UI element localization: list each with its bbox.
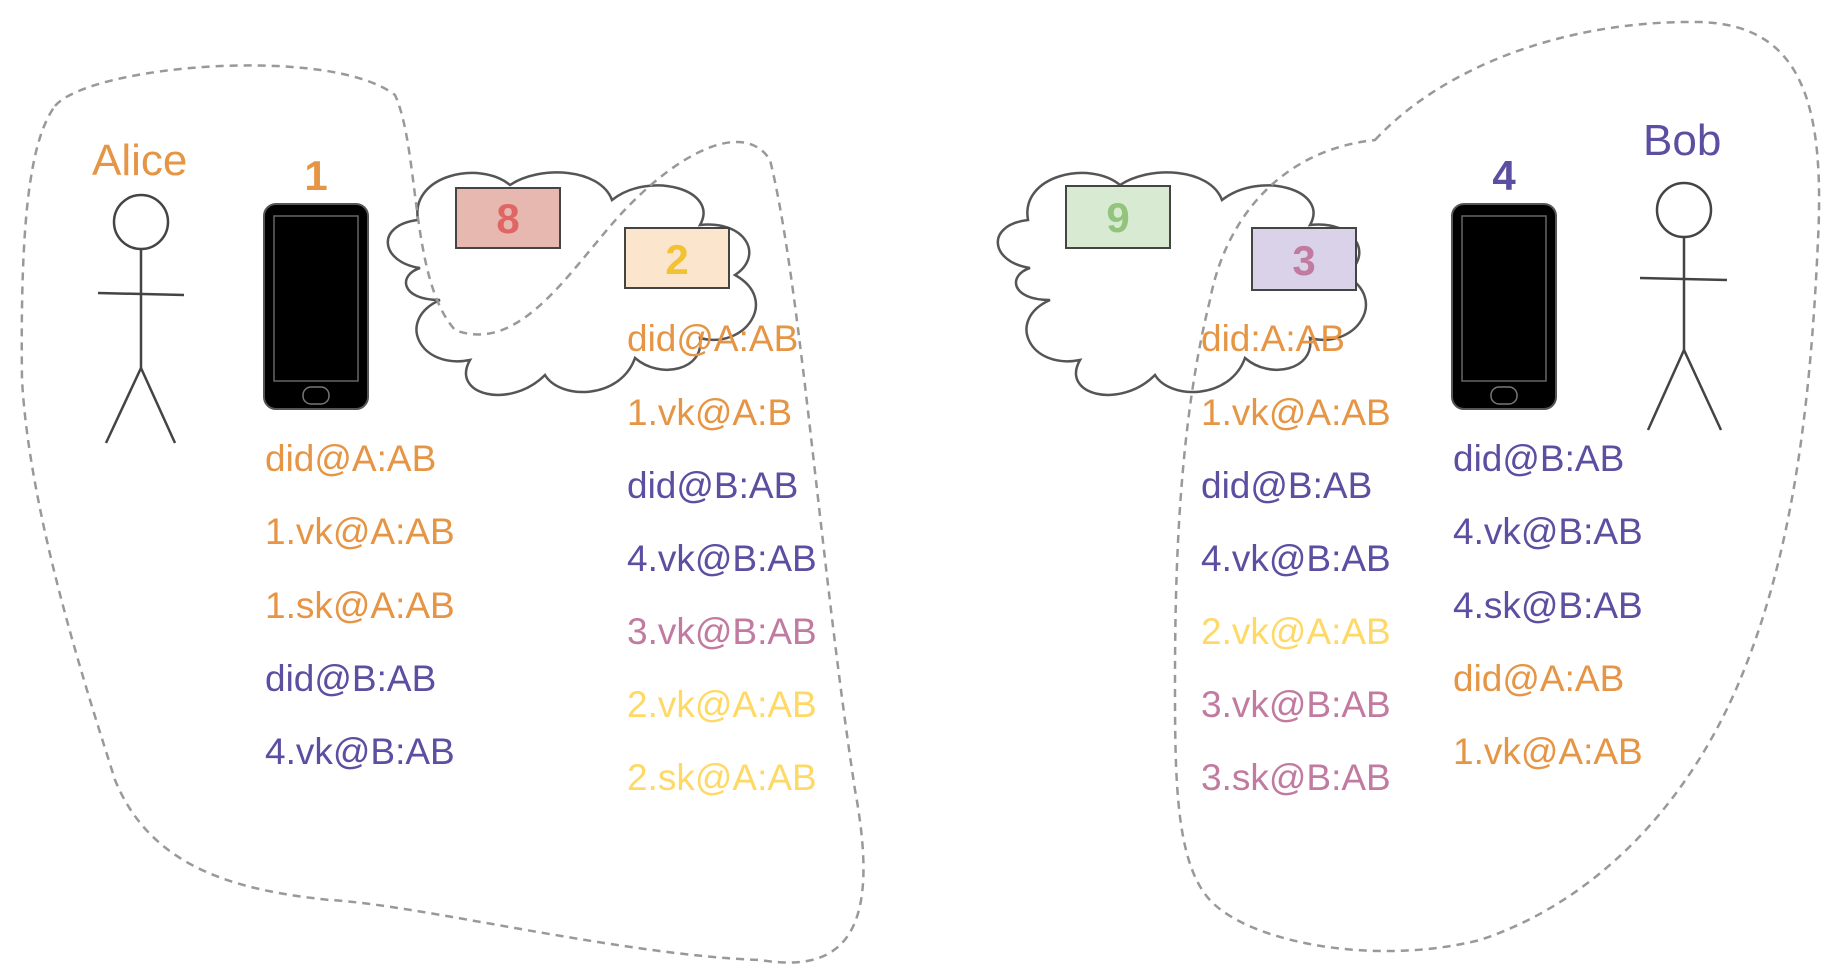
bob-phone-icon	[1451, 203, 1557, 410]
alice-cloud-item: 2.vk@A:AB	[627, 684, 817, 725]
alice-phone-number: 1	[304, 152, 327, 199]
bob-phone-item: 1.vk@A:AB	[1453, 731, 1643, 772]
alice-boundary	[20, 64, 865, 964]
bob-phone-item: 4.sk@B:AB	[1453, 585, 1643, 626]
box-8-label: 8	[496, 195, 519, 242]
alice-phone-item: 4.vk@B:AB	[265, 731, 455, 772]
bob-phone-item: did@B:AB	[1453, 438, 1624, 479]
alice-cloud-item: 3.vk@B:AB	[627, 611, 817, 652]
alice-phone-item: did@B:AB	[265, 658, 436, 699]
box-2	[624, 227, 730, 289]
alice-phone-item: 1.vk@A:AB	[265, 511, 455, 552]
alice-phone-item: did@A:AB	[265, 438, 436, 479]
bob-name: Bob	[1643, 116, 1721, 165]
box-8	[455, 187, 561, 249]
bob-boundary	[1173, 20, 1821, 953]
bob-cloud-item: did:A:AB	[1201, 318, 1345, 359]
alice-name: Alice	[92, 136, 187, 185]
bob-phone-item: did@A:AB	[1453, 658, 1624, 699]
box-9	[1065, 185, 1171, 249]
box-2-label: 2	[665, 236, 688, 283]
bob-cloud-item: did@B:AB	[1201, 465, 1372, 506]
bob-cloud-item: 3.sk@B:AB	[1201, 757, 1391, 798]
bob-cloud-item: 4.vk@B:AB	[1201, 538, 1391, 579]
bob-figure-icon	[1639, 181, 1728, 431]
bob-cloud-item: 2.vk@A:AB	[1201, 611, 1391, 652]
alice-cloud-item: 4.vk@B:AB	[627, 538, 817, 579]
box-3	[1251, 227, 1357, 291]
bob-cloud-item: 3.vk@B:AB	[1201, 684, 1391, 725]
bob-cloud-item: 1.vk@A:AB	[1201, 392, 1391, 433]
alice-cloud-item: did@A:AB	[627, 318, 798, 359]
bob-phone-item: 4.vk@B:AB	[1453, 511, 1643, 552]
alice-phone-icon	[263, 203, 369, 410]
alice-cloud-item: did@B:AB	[627, 465, 798, 506]
alice-cloud-item: 1.vk@A:B	[627, 392, 792, 433]
box-3-label: 3	[1292, 237, 1315, 284]
alice-phone-item: 1.sk@A:AB	[265, 585, 455, 626]
alice-cloud-item: 2.sk@A:AB	[627, 757, 817, 798]
alice-figure-icon	[97, 193, 185, 444]
bob-phone-number: 4	[1492, 152, 1516, 199]
box-9-label: 9	[1106, 194, 1129, 241]
